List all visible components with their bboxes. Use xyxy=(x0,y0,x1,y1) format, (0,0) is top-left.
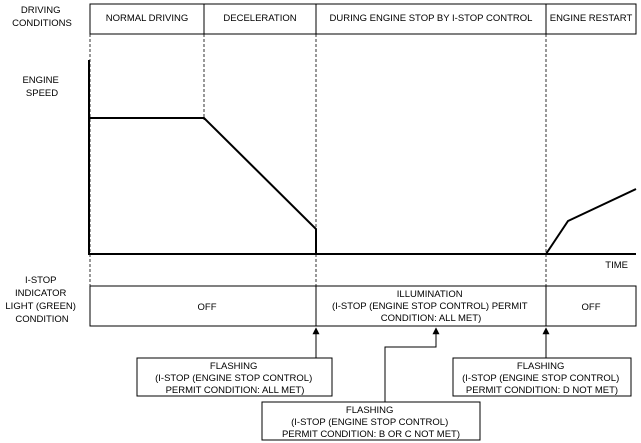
phase-cell-engine-restart xyxy=(545,3,637,35)
phase-label-deceleration: DECELERATION xyxy=(223,13,296,24)
callout-text-all-met: FLASHING (I-STOP (ENGINE STOP CONTROL) P… xyxy=(155,361,315,396)
indicator-row-label: I-STOP INDICATOR LIGHT (GREEN) CONDITION xyxy=(5,275,78,325)
indicator-off-left-text: OFF xyxy=(198,302,217,313)
phase-cell-engine-stop xyxy=(315,3,547,35)
callout-box-d xyxy=(452,357,632,397)
arrow-to-illumination xyxy=(384,327,440,402)
phase-header: NORMAL DRIVING DECELERATION DURING ENGIN… xyxy=(89,3,637,35)
callout-flashing-d: FLASHING (I-STOP (ENGINE STOP CONTROL) P… xyxy=(452,327,632,397)
indicator-off-right-text: OFF xyxy=(582,302,601,313)
phase-label-engine-stop: DURING ENGINE STOP BY I-STOP CONTROL xyxy=(330,13,533,24)
indicator-state-off-left xyxy=(89,285,317,327)
indicator-state-off-right xyxy=(545,285,637,327)
callout-box-b-or-c xyxy=(261,401,481,441)
callout-text-b-or-c: FLASHING (I-STOP (ENGINE STOP CONTROL) P… xyxy=(282,405,460,440)
phase-label-engine-restart: ENGINE RESTART xyxy=(550,13,633,24)
indicator-state-illumination xyxy=(315,285,547,327)
indicator-illumination-text: ILLUMINATION (I-STOP (ENGINE STOP CONTRO… xyxy=(332,289,530,324)
callout-text-d: FLASHING (I-STOP (ENGINE STOP CONTROL) P… xyxy=(462,361,622,396)
callout-box-all-met xyxy=(136,357,333,397)
engine-speed-curve xyxy=(90,117,637,255)
phase-boundary-guides xyxy=(89,34,547,286)
time-axis-label: TIME xyxy=(605,260,628,271)
indicator-state-row: OFF ILLUMINATION (I-STOP (ENGINE STOP CO… xyxy=(89,285,637,327)
phase-cell-deceleration xyxy=(203,3,317,35)
engine-speed-label: ENGINE SPEED xyxy=(22,75,61,99)
phase-label-normal-driving: NORMAL DRIVING xyxy=(106,13,189,24)
callout-flashing-b-or-c: FLASHING (I-STOP (ENGINE STOP CONTROL) P… xyxy=(261,327,481,441)
driving-conditions-label: DRIVING CONDITIONS xyxy=(12,5,72,29)
phase-cell-normal-driving xyxy=(89,3,205,35)
callout-flashing-all-met: FLASHING (I-STOP (ENGINE STOP CONTROL) P… xyxy=(136,327,333,397)
